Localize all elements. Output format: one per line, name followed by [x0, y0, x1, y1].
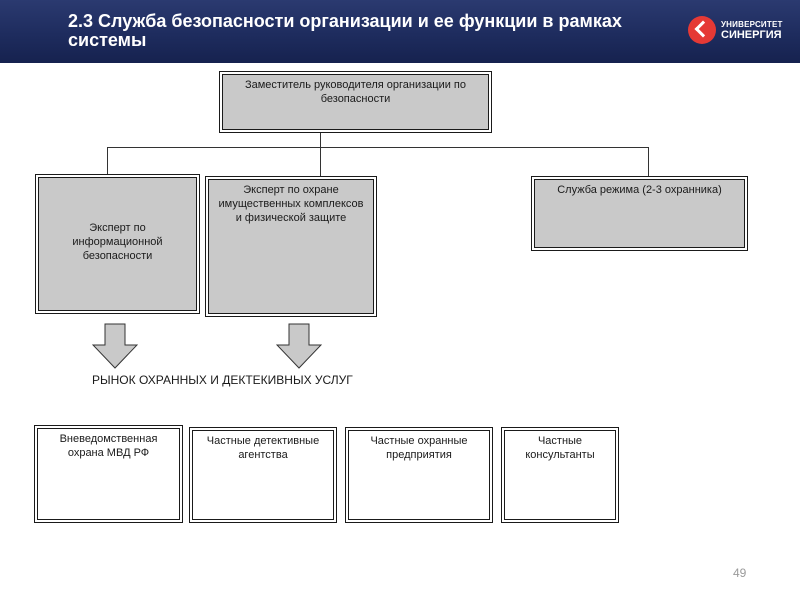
logo-mark-icon [688, 16, 716, 44]
connector-left [107, 147, 108, 174]
market-item-box: Частные детективные агентства [189, 427, 337, 523]
slide-title: 2.3 Служба безопасности организации и ее… [68, 11, 622, 50]
connector-right [648, 147, 649, 176]
market-item-label: Частные консультанты [525, 435, 595, 461]
regime-service-box: Служба режима (2-3 охранника) [531, 176, 748, 251]
expert-physical-security-label: Эксперт по охране имущественных комплекс… [218, 184, 364, 224]
expert-physical-security-box: Эксперт по охране имущественных комплекс… [205, 176, 377, 317]
market-item-label: Частные детективные агентства [206, 435, 320, 461]
connector-middle [320, 147, 321, 176]
connector-vertical-top [320, 133, 321, 147]
page-number: 49 [733, 566, 747, 580]
org-top-box: Заместитель руководителя организации по … [219, 71, 492, 133]
logo-line1: УНИВЕРСИТЕТ [721, 20, 783, 29]
org-top-label: Заместитель руководителя организации по … [244, 79, 467, 105]
market-item-box: Частные консультанты [501, 427, 619, 523]
synergy-logo: УНИВЕРСИТЕТ СИНЕРГИЯ [688, 16, 793, 46]
market-heading: РЫНОК ОХРАННЫХ И ДЕКТЕКИВНЫХ УСЛУГ [92, 373, 353, 387]
logo-line2: СИНЕРГИЯ [721, 29, 782, 41]
down-arrow-icon [276, 323, 322, 369]
market-item-label: Частные охранные предприятия [370, 435, 468, 461]
expert-info-security-box: Эксперт по информационной безопасности [35, 174, 200, 314]
market-item-box: Вневедомственная охрана МВД РФ [34, 425, 183, 523]
expert-info-security-label: Эксперт по информационной безопасности [72, 222, 163, 262]
regime-service-label: Служба режима (2-3 охранника) [557, 184, 722, 196]
down-arrow-icon [92, 323, 138, 369]
header-bar: 2.3 Служба безопасности организации и ее… [0, 0, 800, 63]
connector-horizontal [107, 147, 649, 148]
market-item-box: Частные охранные предприятия [345, 427, 493, 523]
market-item-label: Вневедомственная охрана МВД РФ [59, 433, 158, 459]
